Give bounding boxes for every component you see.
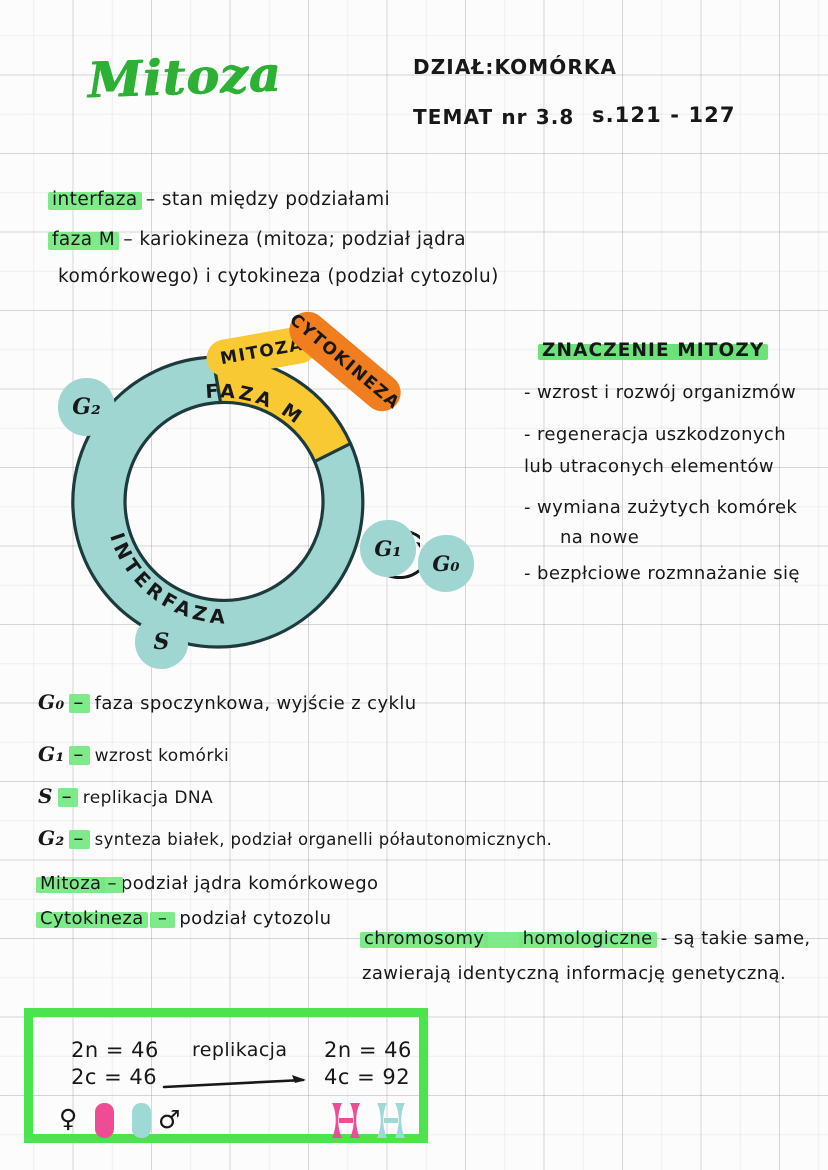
- cell-cycle-diagram: INTERFAZA FAZA M MITOZA CYTOKINEZA G₂ G₁…: [58, 304, 474, 669]
- znaczenie-item-4: na nowe: [560, 527, 640, 548]
- chromosomes-note-rest: - są takie same,: [660, 928, 811, 949]
- highlight-chromosomy: chromosomy: [359, 928, 489, 949]
- phase-term-s: S: [38, 784, 53, 808]
- highlight-gap: [484, 928, 523, 949]
- page-title: Mitoza: [87, 44, 283, 110]
- chromosomes-note-line2: zawierają identyczną informację genetycz…: [362, 963, 787, 984]
- znaczenie-item-2: lub utraconych elementów: [524, 456, 775, 477]
- znaczenie-item-3: - wymiana zużytych komórek: [524, 497, 798, 518]
- phase-definition-s: S – replikacja DNA: [38, 784, 213, 808]
- definition-faza-m-text: – kariokineza (mitoza; podział jądra: [123, 229, 467, 250]
- highlight-mitoza-sep: –: [101, 873, 124, 894]
- definition-faza-m-text2: komórkowego) i cytokineza (podział cytoz…: [58, 266, 499, 287]
- znaczenie-heading-text: ZNACZENIE MITOZY: [537, 340, 769, 361]
- znaczenie-heading: ZNACZENIE MITOZY: [537, 340, 769, 361]
- replication-arrow: [162, 1075, 306, 1089]
- topic-label: TEMAT nr 3.8: [413, 105, 575, 129]
- highlight-cytokineza: Cytokineza: [36, 908, 148, 929]
- replication-arrow-label: replikacja: [192, 1039, 288, 1061]
- phase-definition-g2: G₂ – synteza białek, podział organelli p…: [38, 826, 552, 850]
- circle-g0: G₀: [418, 535, 474, 592]
- phase-text-g1: wzrost komórki: [94, 746, 230, 766]
- replication-left-line1: 2n = 46: [71, 1038, 159, 1062]
- highlight-homologiczne: homologiczne: [518, 928, 657, 949]
- definition-interfaza-text: – stan między podziałami: [145, 189, 391, 210]
- definition-interfaza: interfaza – stan między podziałami: [48, 188, 391, 211]
- highlight-interfaza: interfaza: [48, 189, 142, 211]
- phase-text-g0: faza spoczynkowa, wyjście z cyklu: [94, 693, 417, 714]
- phase-definition-g0: G₀ – faza spoczynkowa, wyjście z cyklu: [38, 690, 417, 714]
- section-label: DZIAŁ:KOMÓRKA: [413, 55, 618, 79]
- replication-left-line2: 2c = 46: [71, 1065, 158, 1089]
- chromosome-teal-duplicated: [377, 1103, 405, 1138]
- definition-faza-m: faza M – kariokineza (mitoza; podział ją…: [47, 228, 467, 251]
- definition-cytokineza: Cytokineza – podział cytozolu: [36, 908, 332, 929]
- chromosome-pink-duplicated: [332, 1103, 360, 1138]
- phase-text-s: replikacja DNA: [82, 788, 213, 808]
- definition-cytokineza-text: podział cytozolu: [179, 908, 332, 929]
- circle-g1: G₁: [360, 520, 416, 577]
- female-symbol: ♀: [59, 1104, 78, 1133]
- replication-right-line1: 2n = 46: [324, 1038, 412, 1062]
- phase-term-g1: G₁: [38, 742, 65, 766]
- phase-sep-g2: –: [69, 826, 91, 850]
- znaczenie-item-1: - regeneracja uszkodzonych: [524, 424, 787, 445]
- phase-term-g0: G₀: [38, 690, 65, 714]
- replication-right-line2: 4c = 92: [324, 1065, 411, 1089]
- phase-sep-g0: –: [69, 690, 91, 714]
- segment-interfaza: [71, 355, 365, 649]
- circle-g2: G₂: [58, 378, 115, 436]
- replication-box: 2n = 46 2c = 46 replikacja 2n = 46 4c = …: [24, 1008, 428, 1143]
- chromatid-teal-single: [132, 1103, 151, 1138]
- chromatid-pink-single: [95, 1103, 114, 1138]
- highlight-faza-m: faza M: [47, 229, 120, 251]
- circle-s: S: [135, 615, 188, 669]
- phase-sep-s: –: [57, 784, 79, 808]
- male-symbol: ♂: [158, 1105, 181, 1134]
- phase-term-g2: G₂: [38, 826, 65, 850]
- definition-mitoza-text: podział jądra komórkowego: [120, 873, 379, 894]
- definition-mitoza: Mitoza–podział jądra komórkowego: [35, 873, 379, 894]
- phase-text-g2: synteza białek, podział organelli półaut…: [94, 830, 553, 849]
- arrowhead-g1-to-g0: [416, 542, 426, 551]
- znaczenie-item-5: - bezpłciowe rozmnażanie się: [524, 563, 800, 584]
- pages-label: s.121 - 127: [592, 103, 736, 127]
- highlight-cytokineza-sep: –: [149, 908, 176, 929]
- highlight-mitoza: Mitoza: [35, 873, 106, 894]
- chromosomes-note-line1: chromosomy homologiczne - są takie same,: [359, 928, 811, 949]
- znaczenie-item-0: - wzrost i rozwój organizmów: [524, 382, 797, 403]
- phase-sep-g1: –: [69, 742, 91, 766]
- phase-definition-g1: G₁ – wzrost komórki: [38, 742, 229, 766]
